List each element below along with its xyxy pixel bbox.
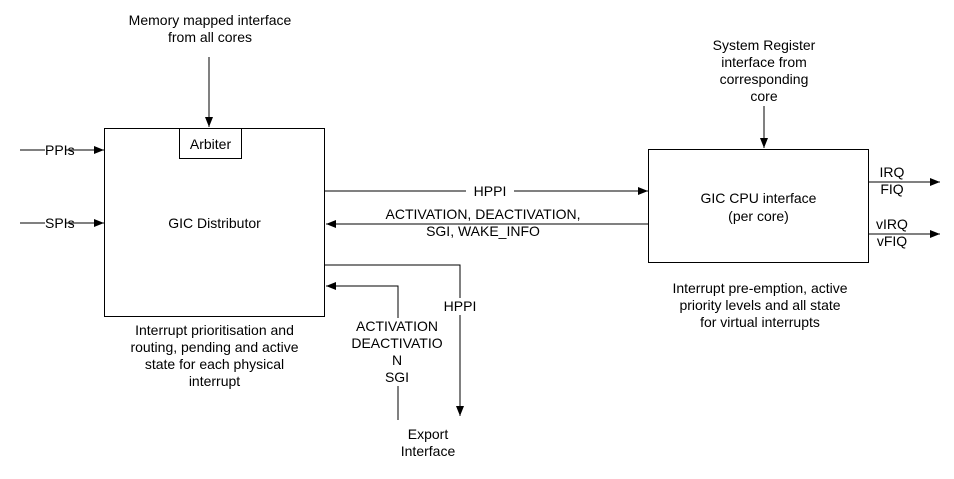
cpu-interface-note: Interrupt pre-emption, active priority l… <box>672 280 848 330</box>
export-hppi-arrow <box>325 264 464 416</box>
ppis-label: PPIs <box>45 142 75 158</box>
fiq-label: FIQ <box>880 181 904 197</box>
sysreg-note: System Register interface from correspon… <box>712 37 816 104</box>
irq-label: IRQ <box>879 164 905 180</box>
export-activation-label: ACTIVATION DEACTIVATIO N SGI <box>351 318 443 386</box>
arbiter-box: Arbiter <box>179 128 242 159</box>
virq-label: vIRQ <box>876 216 908 232</box>
gic-cpu-interface-box: GIC CPU interface (per core) <box>648 149 869 263</box>
cpu-interface-label-2: (per core) <box>728 208 789 224</box>
gic-distributor-label: GIC Distributor <box>168 215 261 231</box>
vfiq-label: vFIQ <box>876 233 908 249</box>
hppi-label: HPPI <box>473 183 507 199</box>
arbiter-label: Arbiter <box>189 136 232 152</box>
export-hppi-label: HPPI <box>440 298 480 315</box>
cpu-interface-label-1: GIC CPU interface <box>700 190 817 206</box>
activation-label: ACTIVATION, DEACTIVATION, <box>385 206 581 222</box>
gic-distributor-box: Arbiter GIC Distributor <box>104 128 325 317</box>
distributor-note: Interrupt prioritisation and routing, pe… <box>130 322 299 389</box>
memory-interface-note: Memory mapped interface from all cores <box>128 12 292 45</box>
spis-label: SPIs <box>45 215 75 231</box>
activation-label-2: SGI, WAKE_INFO <box>426 223 540 239</box>
export-interface-note: Export Interface <box>400 426 456 459</box>
